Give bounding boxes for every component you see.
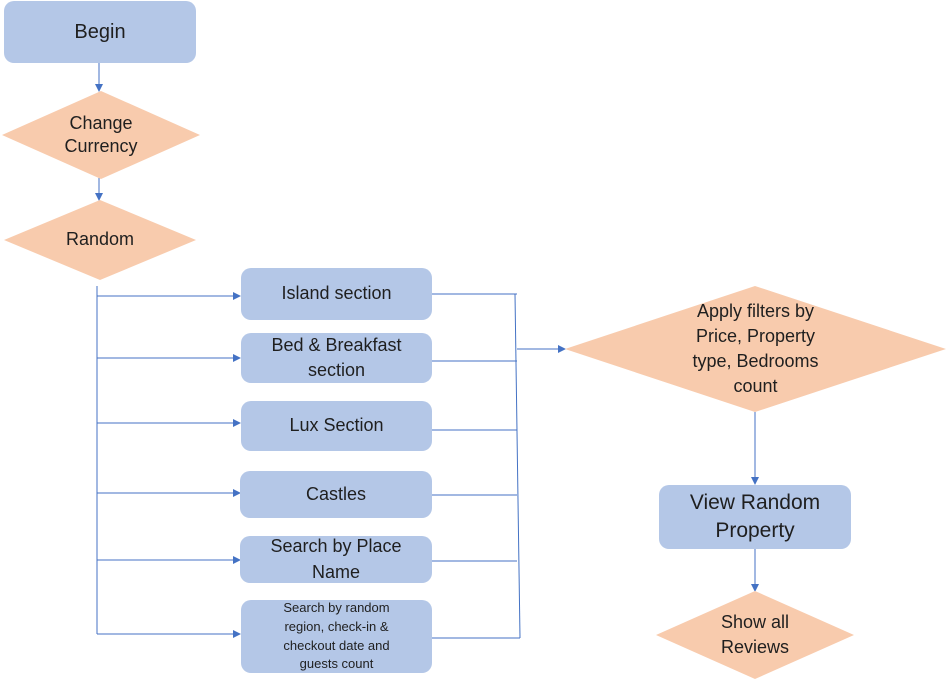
- bnb-section-label: Bed & Breakfast section: [271, 334, 402, 380]
- show-all-reviews-diamond-shape: [656, 591, 854, 679]
- begin-label: Begin: [74, 21, 126, 43]
- view-random-property-node: View Random Property: [659, 485, 851, 549]
- apply-filters-diamond-shape: [565, 286, 946, 412]
- view-random-property-label: View Random Property: [689, 490, 821, 542]
- island-section-label: Island section: [281, 283, 392, 304]
- castles-node: Castles: [240, 471, 432, 518]
- lux-section-label: Lux Section: [289, 415, 384, 436]
- begin-node: Begin: [4, 1, 196, 63]
- search-place-label: Search by Place Name: [270, 536, 402, 582]
- apply-filters-label: Apply filters by Price, Property type, B…: [692, 300, 819, 397]
- change-currency-node: Change Currency: [2, 91, 200, 179]
- apply-filters-node: Apply filters by Price, Property type, B…: [565, 286, 946, 412]
- castles-label: Castles: [305, 483, 367, 504]
- island-section-node: Island section: [241, 268, 432, 320]
- lux-section-node: Lux Section: [241, 401, 432, 451]
- random-label: Random: [65, 229, 135, 250]
- random-diamond-shape: [4, 200, 196, 280]
- collector-line: [514, 293, 521, 639]
- show-all-reviews-node: Show all Reviews: [656, 591, 854, 679]
- bnb-section-node: Bed & Breakfast section: [241, 333, 432, 383]
- search-place-node: Search by Place Name: [240, 536, 432, 583]
- change-currency-label: Change Currency: [64, 112, 138, 156]
- search-random-node: Search by random region, check-in & chec…: [241, 600, 432, 673]
- change-currency-diamond-shape: [2, 91, 200, 179]
- random-node: Random: [4, 200, 196, 280]
- search-random-label: Search by random region, check-in & chec…: [283, 599, 390, 672]
- show-all-reviews-label: Show all Reviews: [720, 611, 790, 657]
